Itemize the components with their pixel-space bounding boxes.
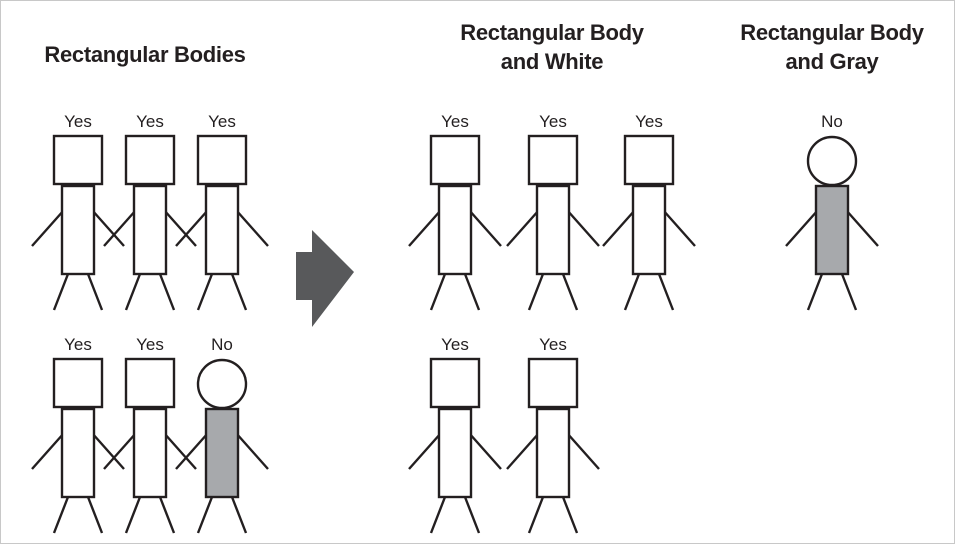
left-figure-6: No — [176, 335, 268, 533]
white-body — [134, 186, 166, 274]
figure-label: Yes — [136, 335, 164, 354]
right-leg — [88, 497, 102, 533]
right-leg — [563, 497, 577, 533]
white-body — [633, 186, 665, 274]
figure-label: No — [821, 112, 843, 131]
right-leg — [88, 274, 102, 310]
middle-figure-4: Yes — [409, 335, 501, 533]
middle-section-title-line1: Rectangular Body — [460, 20, 645, 45]
square-head — [431, 136, 479, 184]
left-arm — [409, 210, 441, 246]
left-leg — [126, 274, 140, 310]
right-leg — [563, 274, 577, 310]
middle-figure-2: Yes — [507, 112, 599, 310]
right-leg — [659, 274, 673, 310]
right-leg — [160, 274, 174, 310]
left-section-title: Rectangular Bodies — [44, 42, 245, 67]
left-figure-1: Yes — [32, 112, 124, 310]
right-arm — [567, 210, 599, 246]
left-leg — [198, 274, 212, 310]
figure-label: Yes — [539, 112, 567, 131]
figure-label: Yes — [208, 112, 236, 131]
left-leg — [54, 274, 68, 310]
white-body — [62, 186, 94, 274]
right-arm — [469, 433, 501, 469]
right-section-title-line2: and Gray — [786, 49, 880, 74]
left-leg — [431, 497, 445, 533]
left-leg — [198, 497, 212, 533]
white-body — [537, 409, 569, 497]
right-figure-1: No — [786, 112, 878, 310]
white-body — [439, 186, 471, 274]
right-arm — [469, 210, 501, 246]
right-arm — [567, 433, 599, 469]
right-arm — [236, 433, 268, 469]
left-leg — [126, 497, 140, 533]
right-arrow-icon — [296, 230, 354, 327]
right-leg — [160, 497, 174, 533]
left-leg — [431, 274, 445, 310]
left-arm — [409, 433, 441, 469]
right-leg — [465, 497, 479, 533]
left-figure-5: Yes — [104, 335, 196, 533]
right-section-title-line1: Rectangular Body — [740, 20, 925, 45]
figure-label: Yes — [64, 335, 92, 354]
right-arm — [663, 210, 695, 246]
white-body — [206, 186, 238, 274]
left-arm — [786, 210, 818, 246]
white-body — [439, 409, 471, 497]
figure-label: Yes — [136, 112, 164, 131]
figure-label: Yes — [441, 112, 469, 131]
right-arm — [846, 210, 878, 246]
left-arm — [603, 210, 635, 246]
circle-head — [198, 360, 246, 408]
middle-figure-5: Yes — [507, 335, 599, 533]
square-head — [529, 359, 577, 407]
square-head — [54, 136, 102, 184]
left-leg — [54, 497, 68, 533]
figure-label: Yes — [635, 112, 663, 131]
gray-body — [206, 409, 238, 497]
middle-section-title-line2: and White — [501, 49, 603, 74]
square-head — [198, 136, 246, 184]
middle-figure-1: Yes — [409, 112, 501, 310]
square-head — [126, 136, 174, 184]
right-arm — [236, 210, 268, 246]
left-leg — [625, 274, 639, 310]
square-head — [625, 136, 673, 184]
figure-label: Yes — [64, 112, 92, 131]
left-figure-3: Yes — [176, 112, 268, 310]
right-leg — [842, 274, 856, 310]
figure-label: No — [211, 335, 233, 354]
left-leg — [529, 497, 543, 533]
white-body — [62, 409, 94, 497]
left-figure-4: Yes — [32, 335, 124, 533]
square-head — [126, 359, 174, 407]
white-body — [537, 186, 569, 274]
square-head — [529, 136, 577, 184]
square-head — [431, 359, 479, 407]
left-arm — [507, 433, 539, 469]
right-leg — [465, 274, 479, 310]
gray-body — [816, 186, 848, 274]
left-arm — [32, 210, 64, 246]
right-leg — [232, 274, 246, 310]
left-leg — [808, 274, 822, 310]
left-figure-2: Yes — [104, 112, 196, 310]
left-arm — [507, 210, 539, 246]
left-leg — [529, 274, 543, 310]
figure-label: Yes — [441, 335, 469, 354]
circle-head — [808, 137, 856, 185]
middle-figure-3: Yes — [603, 112, 695, 310]
white-body — [134, 409, 166, 497]
figure-label: Yes — [539, 335, 567, 354]
right-leg — [232, 497, 246, 533]
square-head — [54, 359, 102, 407]
left-arm — [32, 433, 64, 469]
